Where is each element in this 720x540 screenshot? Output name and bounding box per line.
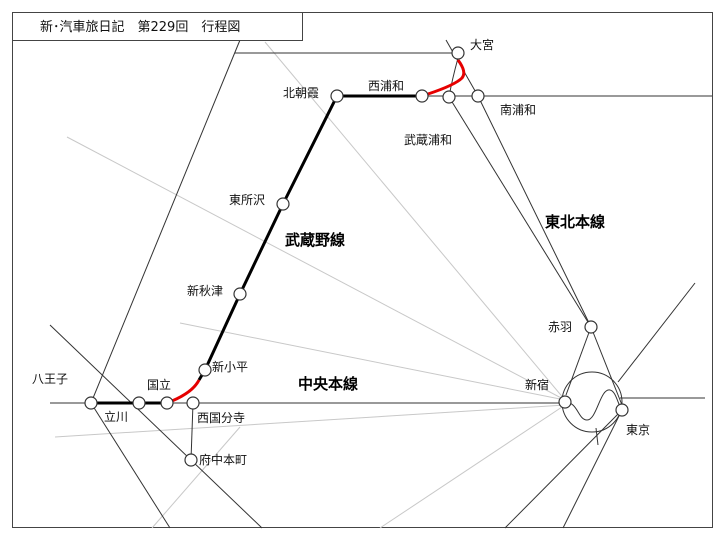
station-shinakitsu[interactable] <box>233 287 247 301</box>
label-nishikokubunji: 西国分寺 <box>197 411 245 425</box>
station-labels: 大宮 西浦和 武蔵浦和 南浦和 北朝霞 東所沢 新秋津 新小平 国立 立川 八王… <box>32 37 650 467</box>
label-fuchuhommachi: 府中本町 <box>199 452 247 467</box>
map-frame <box>12 12 713 528</box>
label-minamiurawa: 南浦和 <box>500 102 536 117</box>
other-lines <box>54 41 566 529</box>
station-kitaasaka[interactable] <box>330 89 344 103</box>
line-label-tohoku: 東北本線 <box>545 213 605 231</box>
label-nishiurawa: 西浦和 <box>368 79 404 93</box>
line-label-musashino: 武蔵野線 <box>285 231 345 249</box>
station-tachikawa[interactable] <box>132 396 146 410</box>
station-higashitokorozawa[interactable] <box>276 197 290 211</box>
station-musashiurawa[interactable] <box>442 90 456 104</box>
label-akabane: 赤羽 <box>548 320 572 334</box>
line-label-chuo: 中央本線 <box>298 375 358 393</box>
station-akabane[interactable] <box>584 320 598 334</box>
label-omiya: 大宮 <box>470 37 494 52</box>
station-shinjuku[interactable] <box>558 395 572 409</box>
title-box <box>12 12 303 41</box>
label-musashiurawa: 武蔵浦和 <box>404 133 452 147</box>
label-tachikawa: 立川 <box>104 409 128 424</box>
label-higashitokorozawa: 東所沢 <box>229 193 265 207</box>
station-shinkodaira[interactable] <box>198 363 212 377</box>
label-shinakitsu: 新秋津 <box>187 283 223 298</box>
station-minamiurawa[interactable] <box>471 89 485 103</box>
station-fuchuhommachi[interactable] <box>184 453 198 467</box>
label-kunitachi: 国立 <box>147 377 171 392</box>
label-tokyo: 東京 <box>626 423 650 437</box>
station-hachioji[interactable] <box>84 396 98 410</box>
stations <box>84 46 629 467</box>
map-title: 新･汽車旅日記 第229回 行程図 <box>40 19 240 35</box>
station-kunitachi[interactable] <box>160 396 174 410</box>
station-tokyo[interactable] <box>615 403 629 417</box>
label-shinjuku: 新宿 <box>525 377 549 392</box>
label-kitaasaka: 北朝霞 <box>283 86 319 100</box>
station-nishikokubunji[interactable] <box>186 396 200 410</box>
station-nishiurawa[interactable] <box>415 89 429 103</box>
label-hachioji: 八王子 <box>32 372 68 386</box>
station-omiya[interactable] <box>451 46 465 60</box>
label-shinkodaira: 新小平 <box>212 359 248 374</box>
